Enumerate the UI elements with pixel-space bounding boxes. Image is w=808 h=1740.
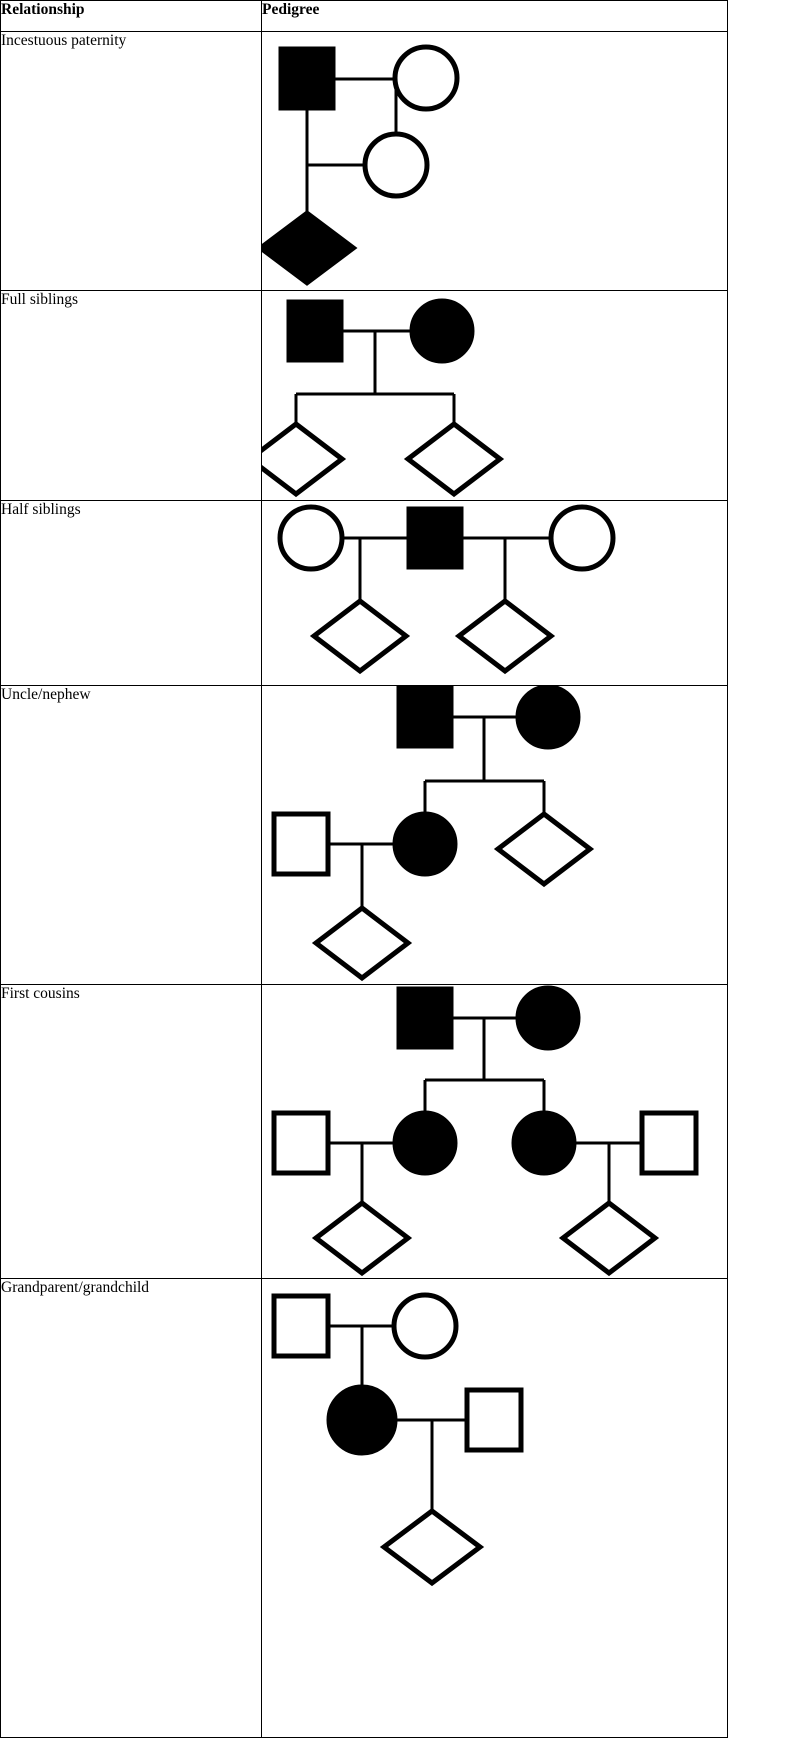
pedigree-diagram-grandparent-grandchild <box>271 1292 524 1587</box>
symbol-unknown-open <box>493 810 595 888</box>
row-label-half-siblings: Half siblings <box>0 500 262 686</box>
symbol-female-open <box>548 504 616 572</box>
relationship-pedigree-table: Relationship Pedigree Incestuous paterni… <box>0 0 728 1738</box>
symbol-unknown-open <box>403 420 505 498</box>
symbol-female-open <box>392 44 460 112</box>
symbol-unknown-open <box>311 1199 413 1277</box>
symbol-male-open <box>271 1110 331 1176</box>
pedigree-diagram-incestuous-paternity <box>262 44 460 286</box>
row-label-full-siblings: Full siblings <box>0 290 262 501</box>
pedigree-diagram-uncle-nephew <box>271 686 595 982</box>
pedigree-uncle-nephew <box>261 685 728 985</box>
pedigree-first-cousins <box>261 984 728 1279</box>
pedigree-incestuous-paternity <box>261 31 728 291</box>
row-label-grandparent-grandchild: Grandparent/grandchild <box>0 1278 262 1738</box>
symbol-male-filled <box>406 506 464 570</box>
symbol-female-filled <box>511 1110 577 1176</box>
symbol-female-filled <box>409 298 475 364</box>
symbol-male-filled <box>286 299 344 363</box>
table-row: Full siblings <box>0 290 728 501</box>
header-relationship: Relationship <box>0 0 262 32</box>
symbol-male-filled <box>278 46 336 111</box>
symbol-female-filled <box>515 985 581 1051</box>
table-row: Uncle/nephew <box>0 685 728 985</box>
symbol-female-filled <box>392 1110 458 1176</box>
symbol-male-open <box>271 811 331 877</box>
pedigree-diagram-full-siblings <box>262 298 505 498</box>
symbol-female-open <box>277 504 345 572</box>
pedigree-half-siblings <box>261 500 728 686</box>
symbol-male-filled <box>396 986 454 1050</box>
symbol-female-filled <box>515 686 581 750</box>
row-label-first-cousins: First cousins <box>0 984 262 1279</box>
pedigree-grandparent-grandchild <box>261 1278 728 1738</box>
pedigree-full-siblings <box>261 290 728 501</box>
row-label-incestuous-paternity: Incestuous paternity <box>0 31 262 291</box>
symbol-female-open <box>362 131 430 199</box>
symbol-unknown-open <box>454 597 556 675</box>
table-row: Grandparent/grandchild <box>0 1278 728 1738</box>
symbol-unknown-open <box>379 1507 485 1587</box>
symbol-male-open <box>464 1387 524 1453</box>
pedigree-diagram-half-siblings <box>277 504 616 675</box>
table-header-row: Relationship Pedigree <box>0 0 728 32</box>
symbol-female-filled <box>326 1384 398 1456</box>
row-label-uncle-nephew: Uncle/nephew <box>0 685 262 985</box>
table-row: Half siblings <box>0 500 728 686</box>
symbol-unknown-open <box>558 1199 660 1277</box>
header-pedigree: Pedigree <box>261 0 728 32</box>
symbol-female-filled <box>392 811 458 877</box>
pedigree-diagram-first-cousins <box>271 985 699 1277</box>
symbol-female-open <box>391 1292 459 1360</box>
symbol-male-open <box>639 1110 699 1176</box>
symbol-unknown-open <box>262 420 347 498</box>
symbol-unknown-filled <box>262 210 358 286</box>
table-row: First cousins <box>0 984 728 1279</box>
table-row: Incestuous paternity <box>0 31 728 291</box>
symbol-male-open <box>271 1293 331 1359</box>
symbol-unknown-open <box>309 597 411 675</box>
symbol-male-filled <box>396 686 454 749</box>
symbol-unknown-open <box>311 904 413 982</box>
